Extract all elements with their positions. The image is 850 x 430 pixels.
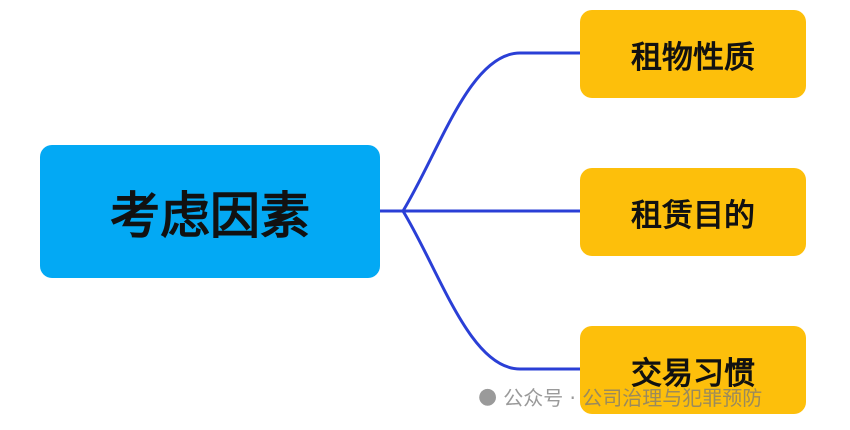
watermark: ● 公众号 · 公司治理与犯罪预防 bbox=[478, 382, 762, 411]
root-node: 考虑因素 bbox=[40, 145, 380, 278]
child-node: 租物性质 bbox=[580, 10, 806, 98]
edge-3 bbox=[401, 210, 580, 371]
child-node: 租赁目的 bbox=[580, 168, 806, 256]
edge-1 bbox=[380, 51, 580, 213]
wechat-icon: ● bbox=[478, 384, 498, 409]
watermark-text: 公众号 · 公司治理与犯罪预防 bbox=[503, 386, 763, 410]
child-node: 交易习惯 bbox=[580, 326, 806, 414]
